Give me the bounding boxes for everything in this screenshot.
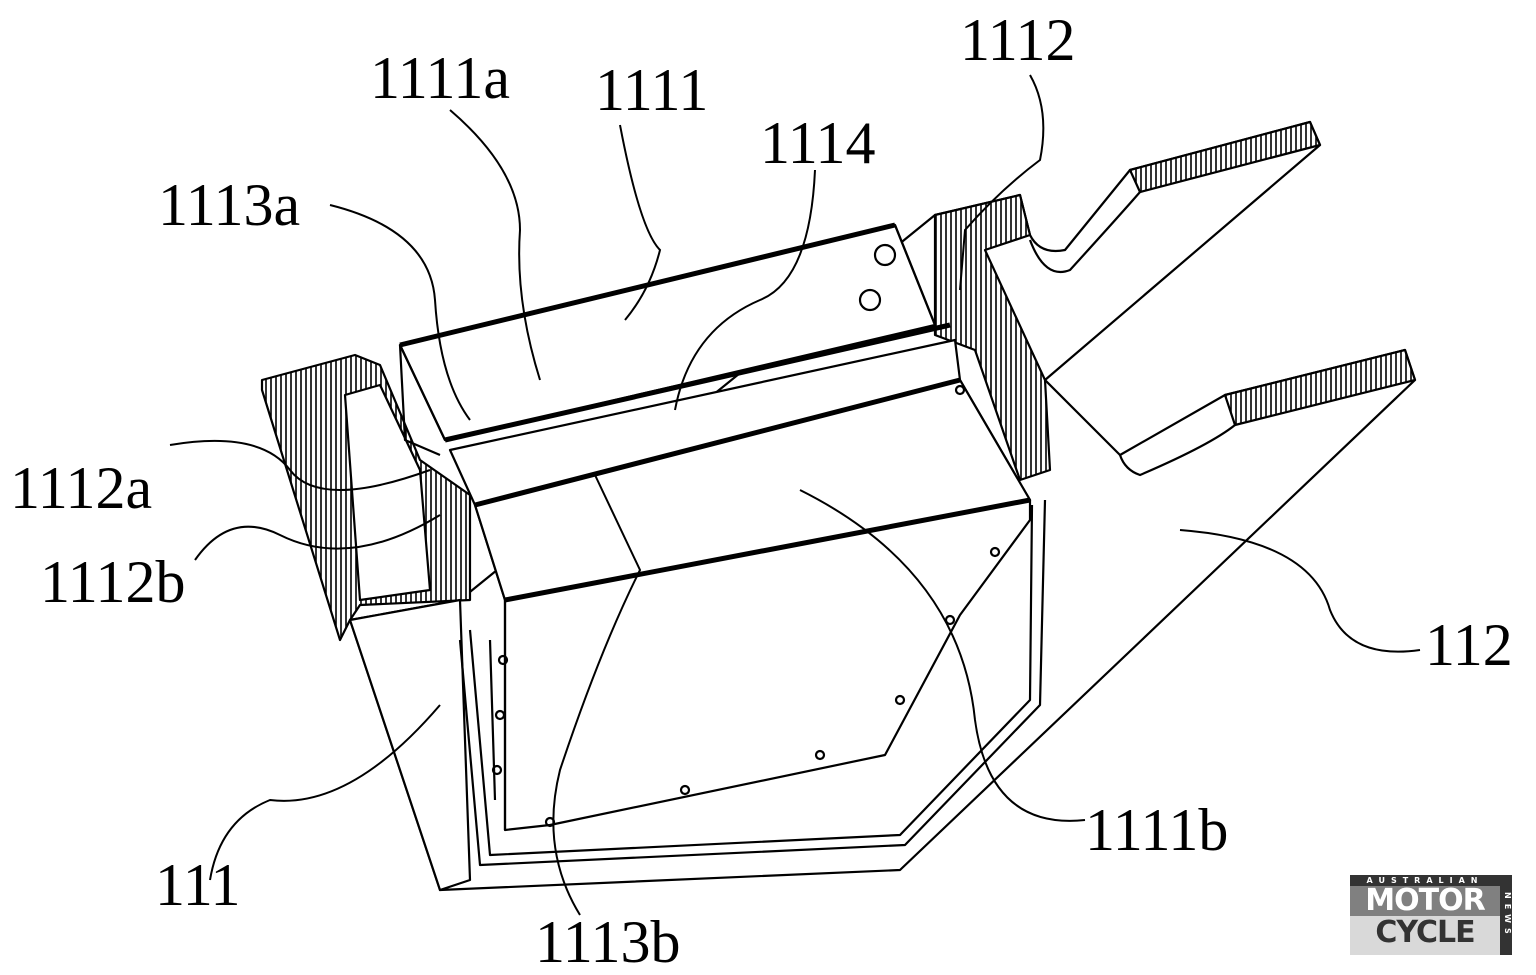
label-1113b: 1113b [535,909,681,975]
logo-cycle-text: CYCLE [1375,915,1475,950]
label-1112b: 1112b [40,549,186,615]
bolt-holes [491,384,1001,828]
compartment-1111 [398,222,951,457]
bracket-111 [260,353,472,892]
tray [458,499,1047,867]
label-1111b: 1111b [1085,797,1228,863]
label-1114: 1114 [760,110,876,176]
label-1111a: 1111a [370,45,510,111]
logo-top-text: AUSTRALIAN [1350,875,1500,886]
label-1112: 1112 [960,7,1076,73]
label-1112a: 1112a [10,455,152,521]
watermark-logo: AUSTRALIAN MOTOR CYCLE NEWS [1350,875,1512,955]
label-1113a: 1113a [158,172,300,238]
label-1111: 1111 [595,57,708,123]
logo-motor-text: MOTOR [1350,886,1500,916]
logo-side-text: NEWS [1500,875,1512,955]
leader-lines [169,74,1421,916]
label-112: 112 [1425,612,1513,678]
label-111: 111 [155,852,241,918]
compartment-1111b [448,338,1032,832]
